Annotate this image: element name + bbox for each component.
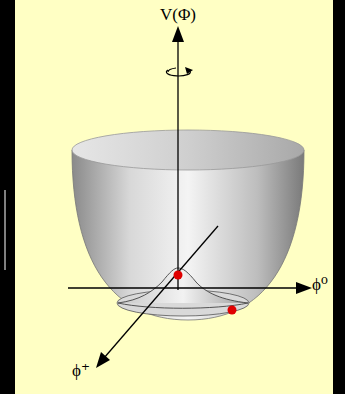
field-label: ϕ⁰ <box>312 276 328 293</box>
field-label: ϕ⁺ <box>72 362 90 379</box>
axis-label: V(Φ) <box>160 6 196 23</box>
